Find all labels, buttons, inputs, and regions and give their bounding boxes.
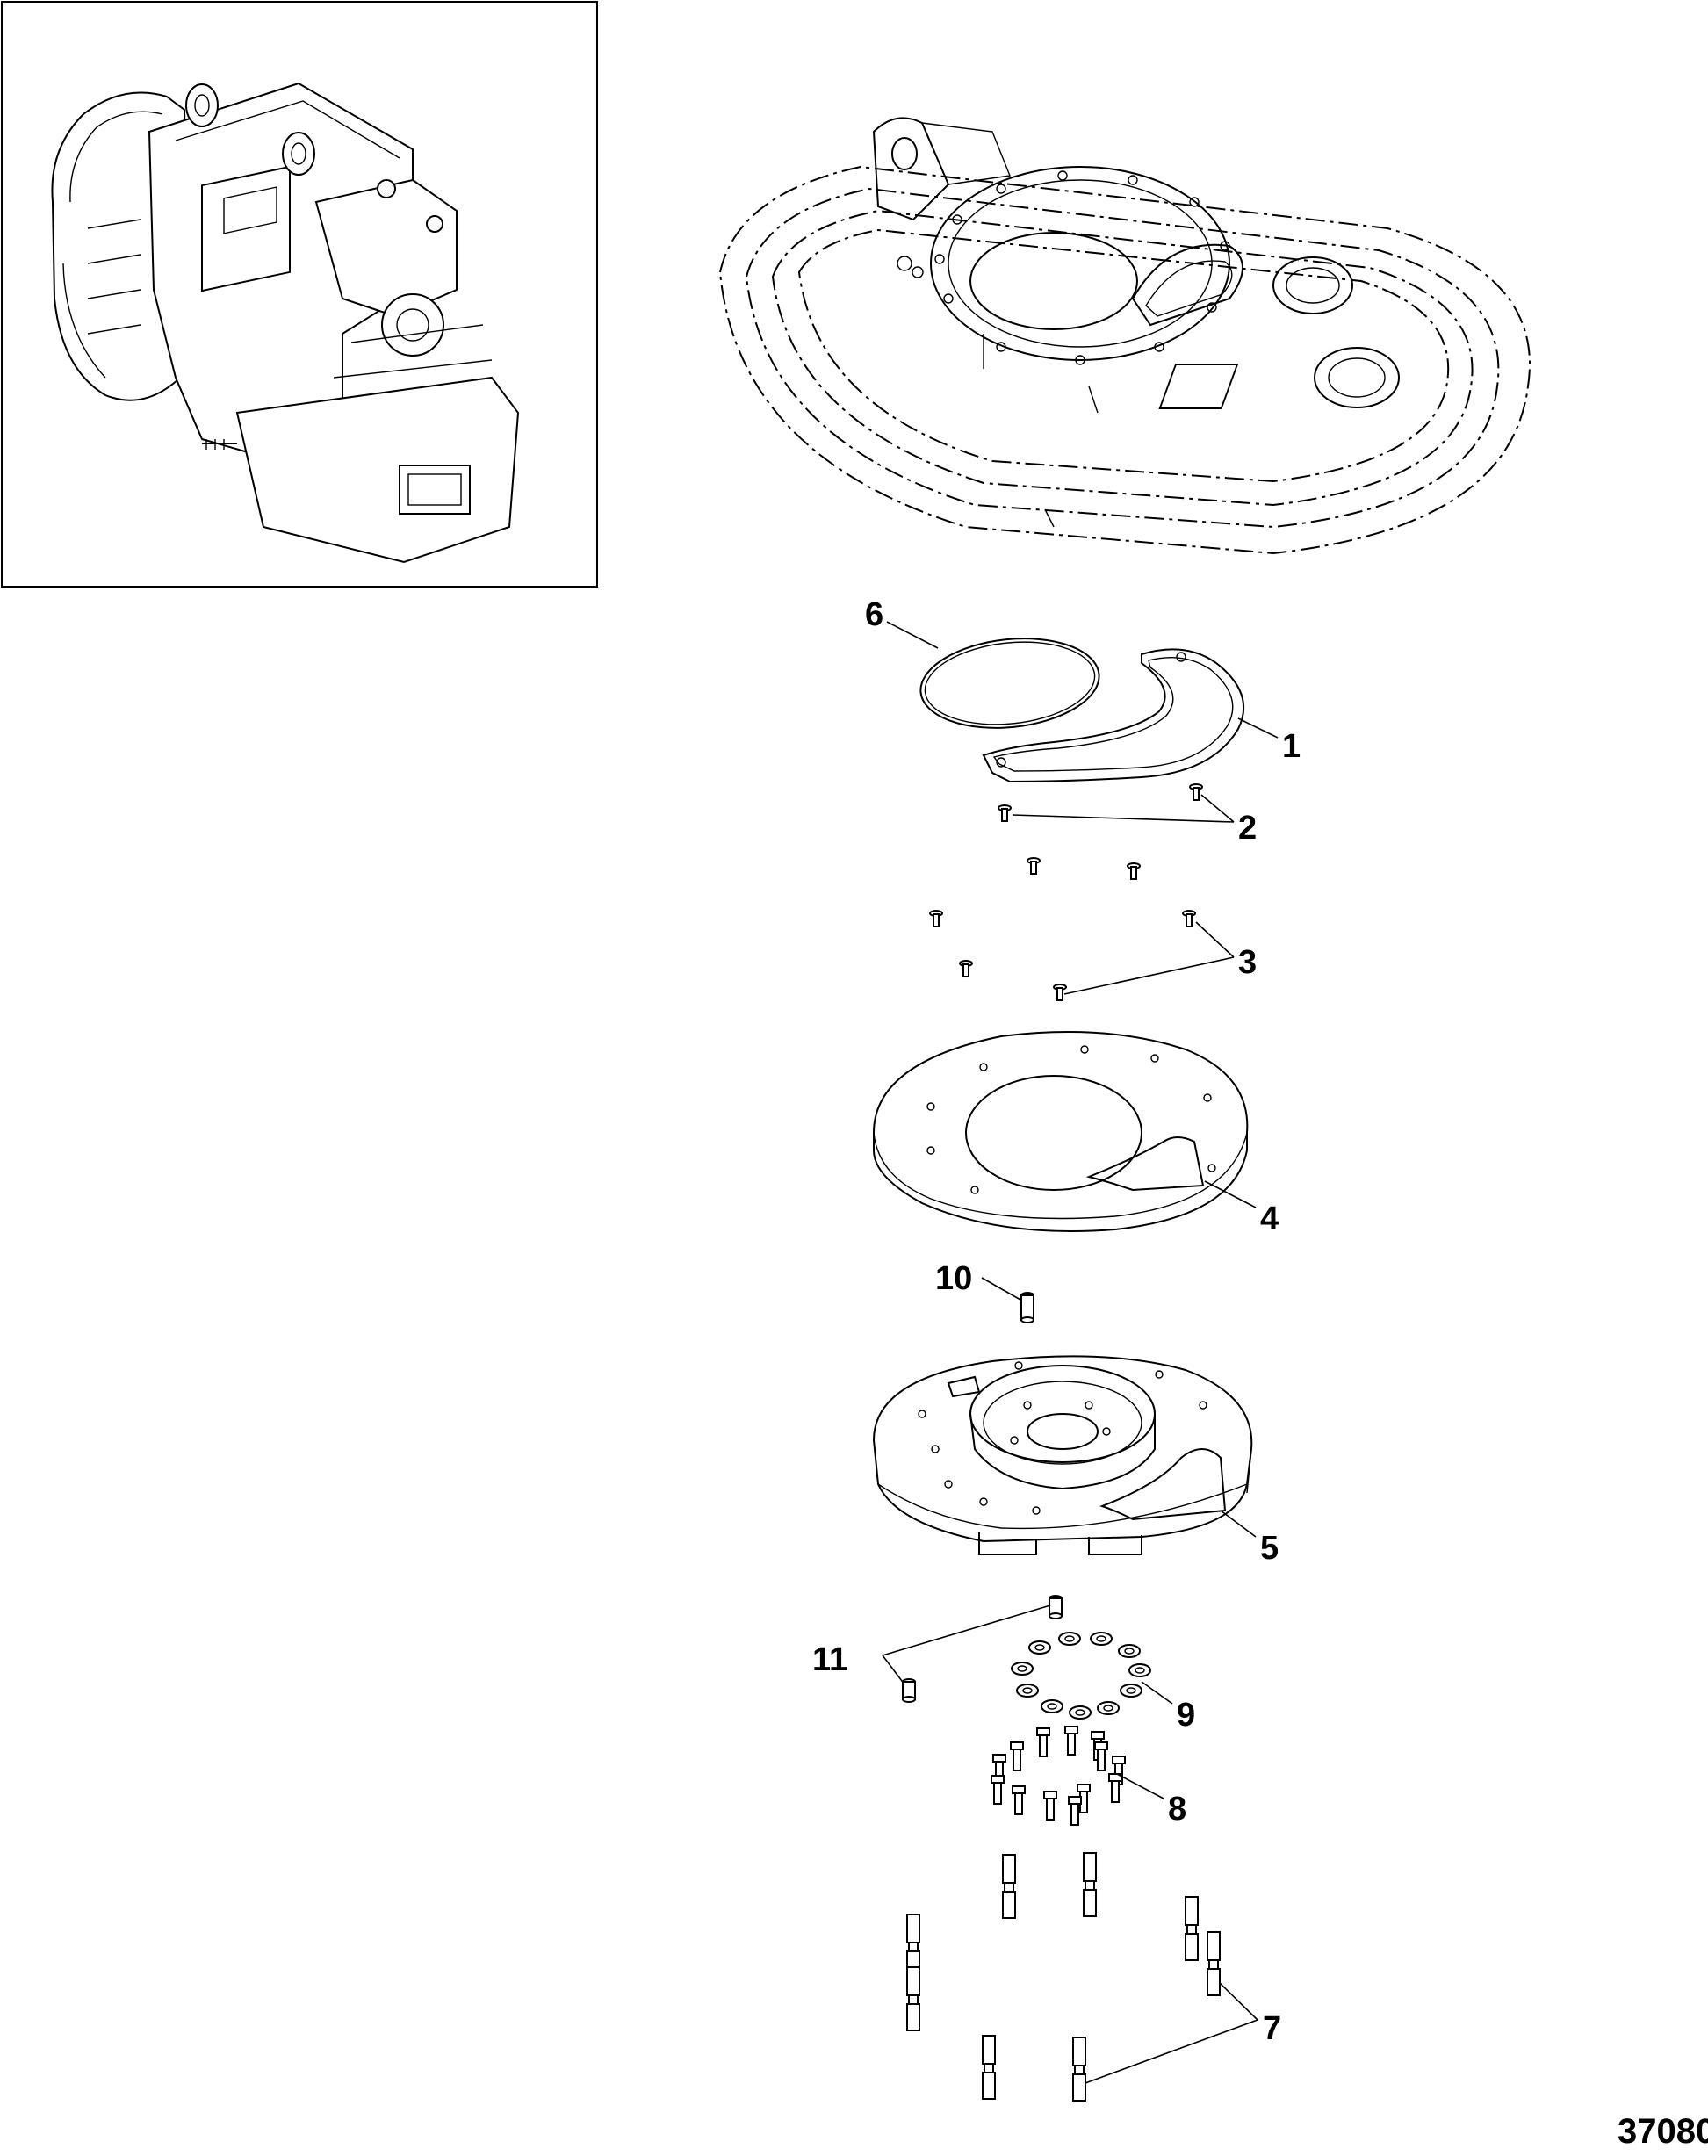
part-4-plate: [873, 1031, 1249, 1232]
transmission-assembly-drawing: [51, 82, 520, 564]
part-8-bolts: [991, 1726, 1126, 1826]
callout-11: 11: [812, 1641, 847, 1678]
screw: [1182, 910, 1196, 927]
screw: [929, 910, 943, 927]
callout-8: 8: [1168, 1791, 1186, 1828]
dowel-pin: [902, 1678, 916, 1703]
screw: [959, 960, 973, 977]
screw: [1127, 862, 1141, 880]
callout-labels: 6 1 2 3 4 10 5 11 9 8 7 37080: [812, 596, 1708, 2151]
part-1-gasket: [982, 648, 1245, 783]
transmission-housing: [718, 117, 1531, 555]
screw: [1027, 857, 1041, 875]
part-5-adapter: [872, 1355, 1253, 1555]
callout-4: 4: [1260, 1201, 1279, 1237]
screw: [998, 804, 1012, 822]
callout-5: 5: [1260, 1530, 1279, 1567]
figure-number: 37080: [1618, 2112, 1708, 2151]
callout-10: 10: [935, 1260, 972, 1297]
leader-lines: [882, 621, 1279, 2084]
callout-7: 7: [1263, 2010, 1281, 2047]
dowel-pin: [1049, 1595, 1063, 1619]
transmission-inset: [1, 1, 598, 588]
part-7-studs: [906, 1852, 1221, 2102]
callout-6: 6: [865, 596, 883, 633]
callout-3: 3: [1238, 944, 1257, 981]
part-6-o-ring: [919, 638, 1100, 729]
callout-1: 1: [1282, 728, 1301, 765]
part-10-dowel-pin: [1020, 1292, 1034, 1323]
screw: [1189, 783, 1203, 801]
part-11-dowel-pins: [902, 1595, 1063, 1703]
callout-9: 9: [1177, 1697, 1195, 1734]
screw: [1053, 984, 1067, 1001]
part-9-washers: [1011, 1632, 1151, 1720]
screw-group: [929, 783, 1203, 1001]
callout-2: 2: [1238, 810, 1257, 847]
